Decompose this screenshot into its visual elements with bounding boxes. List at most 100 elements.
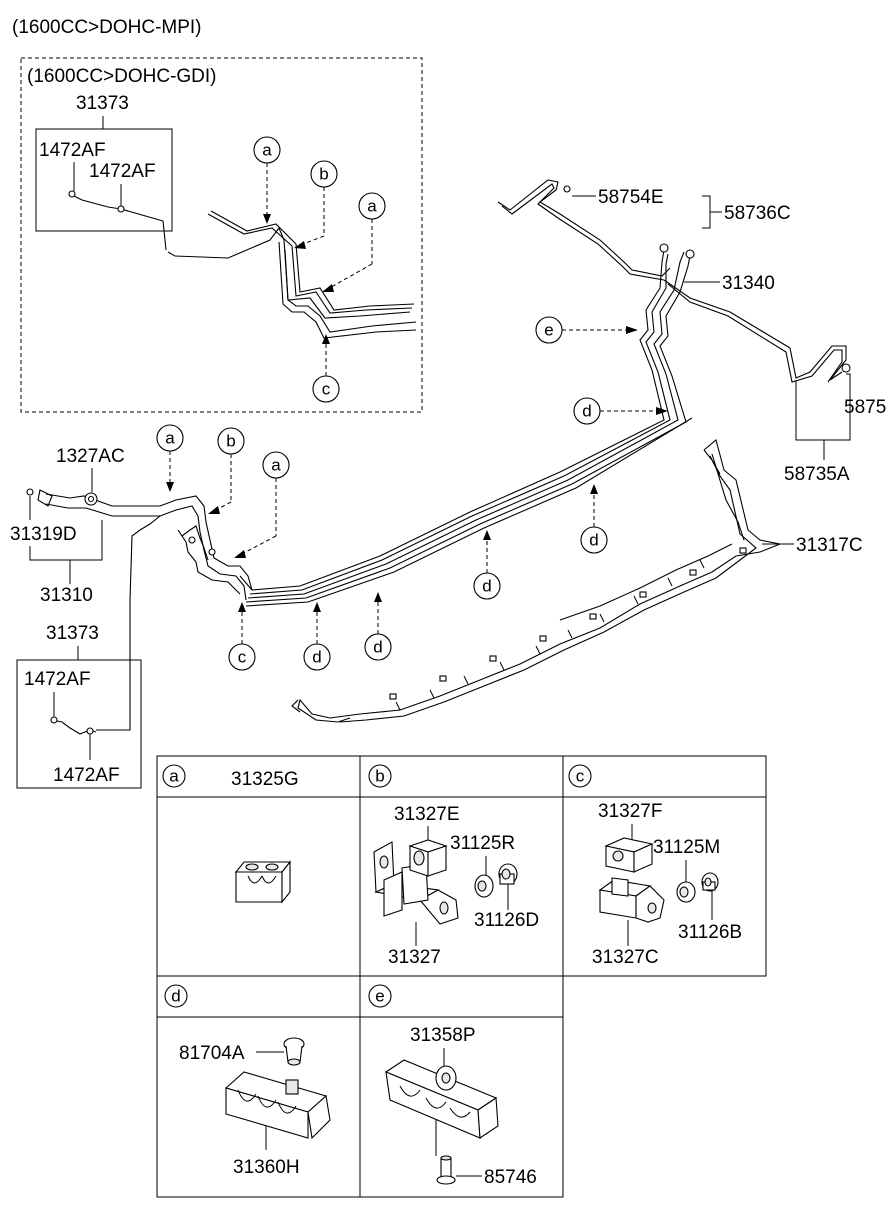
parts-table (156, 755, 767, 1198)
inset-variant-title: (1600CC>DOHC-GDI) (27, 66, 217, 87)
svg-text:a: a (367, 197, 377, 216)
callout-a-inset-1: a (253, 136, 281, 224)
part-label-31125m: 31125M (653, 837, 720, 858)
bracket-31327-icon (373, 841, 459, 925)
part-label-31327e: 31327E (394, 804, 460, 825)
callout-b-left: b (208, 427, 245, 514)
part-label-31317c: 31317C (796, 535, 863, 556)
collar-31126b-icon (701, 872, 719, 892)
clip-31327f-icon (604, 837, 654, 873)
part-label-31373-bottom: 31373 (46, 623, 99, 644)
callout-d-main-2: d (580, 484, 608, 554)
part-label-31325g: 31325G (231, 769, 299, 790)
callout-e-main: e (535, 316, 638, 344)
grommet-81704a-icon (283, 1037, 305, 1066)
rear-brake-fuel-lines (239, 179, 851, 607)
hose-clamp-icon (86, 727, 94, 735)
svg-text:b: b (319, 165, 328, 184)
table-cell-c: c 31327F 31125M 31126B 31327C (568, 764, 742, 968)
hose-clamp-icon (50, 716, 58, 724)
bushing-31125r-icon (474, 874, 494, 898)
clamp-31358p-icon (384, 1059, 499, 1139)
svg-text:d: d (373, 638, 382, 657)
part-label-31360h: 31360H (233, 1157, 300, 1178)
part-label-81704a: 81704A (179, 1043, 245, 1064)
callout-d-main-3: d (473, 530, 501, 600)
inset-fuel-tube-bundle (167, 210, 417, 339)
group-box-31373-top (35, 128, 173, 232)
svg-text:e: e (544, 321, 553, 340)
callout-d-left-2: d (364, 592, 392, 661)
fitting-icon (685, 249, 695, 259)
part-label-31327: 31327 (388, 947, 441, 968)
part-label-31340: 31340 (722, 273, 775, 294)
gdi-inset-box (20, 57, 423, 413)
engine-variant-title: (1600CC>DOHC-MPI) (12, 17, 202, 38)
part-label-1472af-1: 1472AF (39, 140, 106, 161)
body-rail-crossmember (291, 439, 782, 723)
callout-d-left-1: d (303, 602, 331, 671)
svg-text:a: a (165, 429, 175, 448)
pin-85746-icon (436, 1155, 456, 1185)
svg-text:a: a (262, 141, 272, 160)
fitting-icon (841, 363, 851, 373)
callout-b-inset: b (294, 160, 338, 249)
fitting-icon (563, 185, 571, 193)
part-label-31126d: 31126D (474, 910, 539, 931)
table-cell-e: e 31358P 85746 (368, 984, 537, 1188)
part-label-58735a: 58735A (784, 464, 850, 485)
callout-c-inset: c (312, 334, 340, 403)
vapor-hose (69, 193, 167, 251)
svg-text:c: c (576, 767, 585, 786)
svg-text:e: e (375, 987, 384, 1006)
callout-d-main-1: d (573, 397, 668, 425)
collar-31126d-icon (498, 863, 518, 885)
svg-text:d: d (482, 577, 491, 596)
clip-31325g-icon (234, 860, 292, 904)
part-label-31327c: 31327C (592, 947, 659, 968)
part-label-1472af-3: 1472AF (24, 669, 91, 690)
part-label-58754b: 58754B (844, 397, 886, 418)
part-label-1472af-4: 1472AF (53, 765, 120, 786)
svg-text:b: b (375, 767, 384, 786)
svg-text:b: b (226, 432, 235, 451)
clamp-31360h-icon (224, 1071, 331, 1140)
callout-a-inset-2: a (322, 192, 386, 292)
fitting-icon (659, 243, 669, 253)
group-box-31373-bottom (16, 659, 142, 789)
svg-text:c: c (238, 648, 247, 667)
part-label-31327f: 31327F (598, 801, 662, 822)
bracket-31327c-icon (598, 877, 665, 923)
left-fuel-line-assembly (26, 488, 253, 731)
part-label-31310: 31310 (40, 585, 93, 606)
part-label-31126b: 31126B (678, 922, 742, 943)
callout-a-left-2: a (234, 451, 290, 558)
svg-text:c: c (322, 380, 331, 399)
part-label-85746: 85746 (484, 1167, 537, 1188)
svg-text:d: d (589, 531, 598, 550)
table-cell-d: d 81704A 31360H (164, 984, 331, 1178)
part-label-1327ac: 1327AC (56, 446, 125, 467)
hose-clamp-icon (117, 205, 125, 213)
svg-text:d: d (171, 987, 180, 1006)
clip-31327e-icon (408, 839, 448, 877)
callout-c-left: c (228, 602, 256, 671)
hose-clamp-icon (68, 190, 76, 198)
part-label-31373-top: 31373 (76, 93, 129, 114)
table-cell-b: b 31327E 31125R 31126D 31327 (368, 764, 539, 968)
part-label-58754e: 58754E (598, 187, 664, 208)
grommet-icon (26, 488, 34, 496)
part-label-31125r: 31125R (450, 833, 515, 854)
part-label-31319d: 31319D (10, 524, 77, 545)
svg-text:d: d (312, 648, 321, 667)
svg-text:d: d (582, 402, 591, 421)
part-label-1472af-2: 1472AF (89, 161, 156, 182)
part-label-58736c: 58736C (724, 203, 791, 224)
callout-a-left-1: a (156, 424, 184, 492)
table-cell-a: a 31325G (162, 764, 299, 904)
svg-text:a: a (169, 767, 179, 786)
bushing-31125m-icon (676, 881, 696, 903)
part-label-31358p: 31358P (410, 1025, 476, 1046)
svg-text:a: a (271, 456, 281, 475)
